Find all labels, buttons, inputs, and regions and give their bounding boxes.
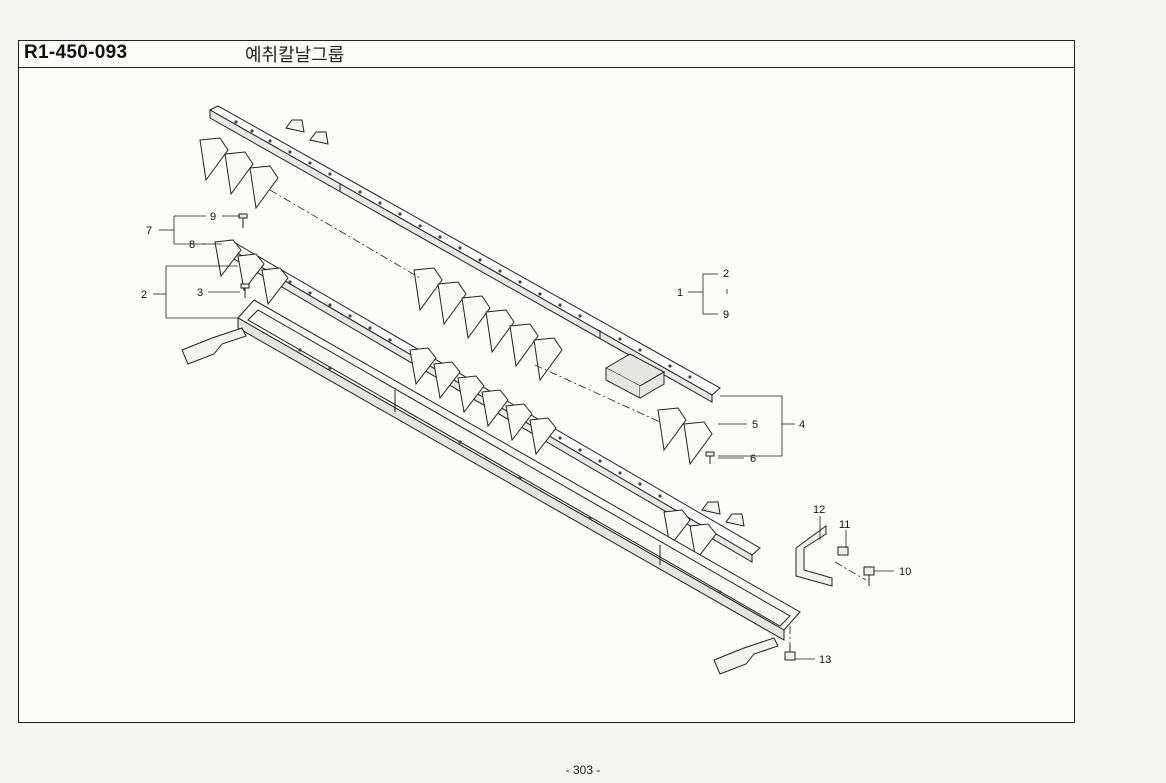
bolt-10 <box>863 566 875 586</box>
guard-end-bracket-left <box>181 327 247 365</box>
callout-11: 11 <box>839 519 850 531</box>
lower-knife-head <box>701 501 745 527</box>
callout-12: 12 <box>813 504 825 516</box>
bolt-13 <box>784 645 796 661</box>
leader-lines <box>153 215 894 660</box>
callout-13: 13 <box>819 654 831 666</box>
knife-head-block-left <box>285 119 329 145</box>
callout-5: 5 <box>752 419 758 431</box>
page-number: - 303 - <box>565 763 601 777</box>
knife-guard-bar <box>237 299 801 641</box>
bolt-6 <box>705 451 715 464</box>
guard-end-bracket-right <box>713 637 779 675</box>
bolt-11 <box>837 546 849 556</box>
callout-9-top: 9 <box>210 211 216 223</box>
part-group-code: R1-450-093 <box>24 42 128 63</box>
bolt-9-top <box>238 213 248 228</box>
callout-9-right: 9 <box>723 309 729 321</box>
upper-knife-bar <box>208 105 721 403</box>
phantom-lines <box>254 189 867 650</box>
callout-1: 1 <box>677 287 683 299</box>
part-group-title: 예취칼날그룹 <box>245 45 345 66</box>
callout-7: 7 <box>146 225 152 237</box>
callout-10: 10 <box>899 566 911 578</box>
mounting-bracket <box>795 525 833 587</box>
upper-knife-sections <box>199 137 713 466</box>
drawing-frame: R1-450-093 예취칼날그룹 <box>18 40 1075 723</box>
callout-2-left: 2 <box>141 289 147 301</box>
callout-labels: 7 9 8 2 3 1 2 9 5 4 6 12 11 10 13 <box>141 211 911 666</box>
callout-4: 4 <box>799 419 805 431</box>
callout-6: 6 <box>750 453 756 465</box>
callout-8: 8 <box>189 239 195 251</box>
knife-head-block-right <box>604 353 666 399</box>
title-bar: R1-450-093 예취칼날그룹 <box>19 41 1074 68</box>
callout-3: 3 <box>197 287 203 299</box>
lower-knife-sections <box>214 239 717 562</box>
bolt-3 <box>240 283 250 298</box>
callout-2-right: 2 <box>723 268 729 280</box>
